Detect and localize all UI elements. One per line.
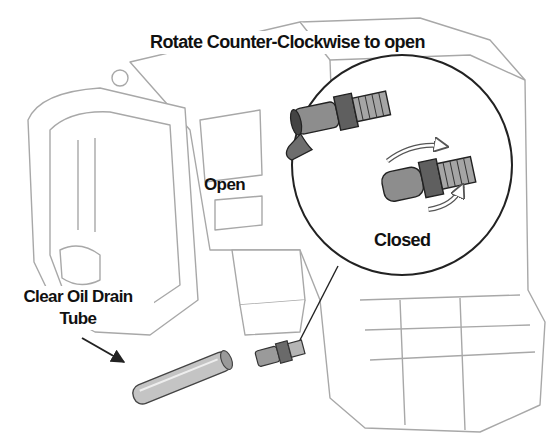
leader-line [300,266,338,340]
valve-closed [376,136,479,217]
state-label: Closed [372,229,432,252]
detail-circle [292,55,512,275]
drain-tube [130,349,235,407]
drain-valve [254,337,306,369]
instruction-label: Rotate Counter-Clockwise to open [148,31,427,54]
state-label: Open [202,174,247,196]
engine-outline [28,18,545,432]
pointer-arrow [82,338,124,362]
valve-open [277,86,396,161]
part-label: Clear Oil Drain Tube [2,286,154,330]
